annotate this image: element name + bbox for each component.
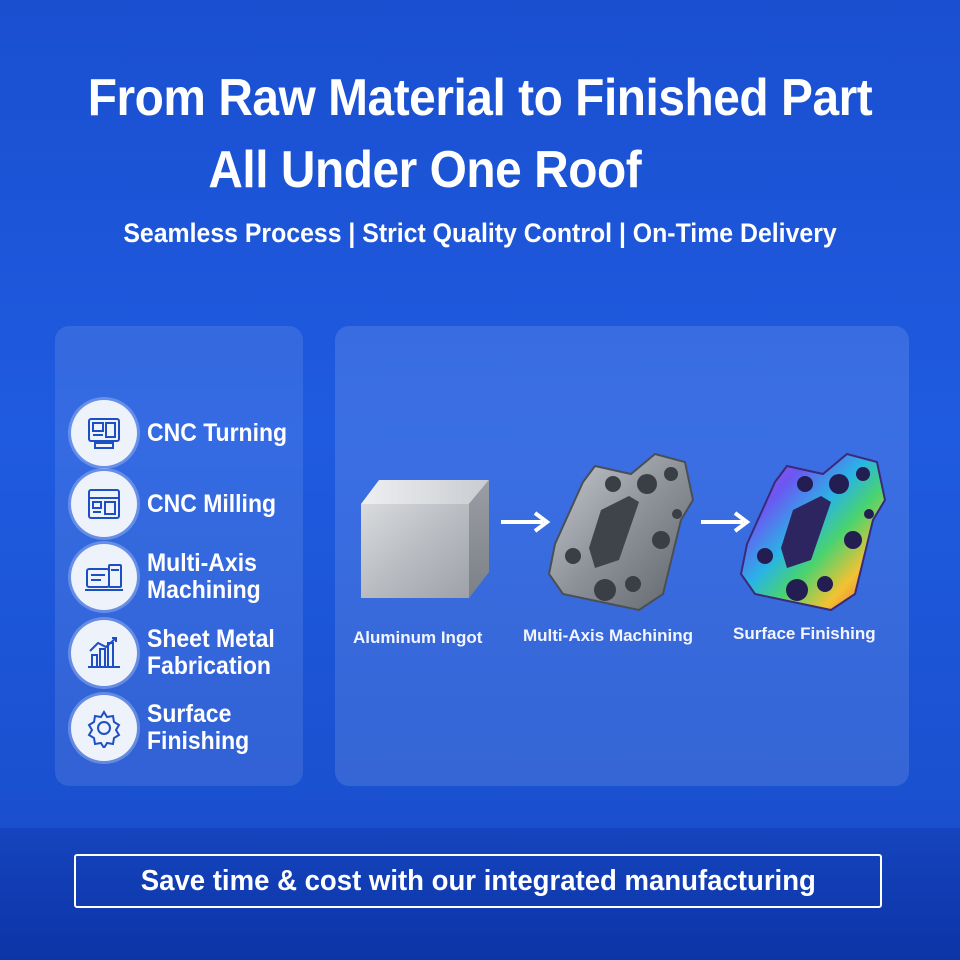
service-cnc-turning: CNC Turning bbox=[71, 400, 299, 466]
cta-banner: Save time & cost with our integrated man… bbox=[74, 854, 882, 908]
multi-axis-icon bbox=[71, 544, 137, 610]
service-label: Multi-Axis Machining bbox=[147, 549, 261, 604]
process-panel: Aluminum Ingot Multi-Axis Machining Surf… bbox=[335, 326, 909, 786]
stage-label-machining: Multi-Axis Machining bbox=[523, 626, 693, 645]
surface-finishing-icon bbox=[71, 695, 137, 761]
stage-label-ingot: Aluminum Ingot bbox=[353, 628, 483, 647]
page-title: From Raw Material to Finished Part All U… bbox=[38, 62, 921, 206]
cnc-milling-icon bbox=[71, 471, 137, 537]
finished-part-image bbox=[739, 452, 887, 612]
aluminum-ingot-image bbox=[361, 480, 489, 598]
service-label: Surface Finishing bbox=[147, 700, 250, 755]
cta-text: Save time & cost with our integrated man… bbox=[140, 864, 816, 897]
page-subtitle: Seamless Process | Strict Quality Contro… bbox=[123, 218, 837, 248]
title-line-2: All Under One Roof bbox=[208, 141, 642, 199]
arrow-right-icon bbox=[701, 511, 751, 533]
machined-part-image bbox=[547, 452, 695, 612]
service-sheet-metal: Sheet Metal Fabrication bbox=[71, 620, 286, 686]
service-label: CNC Milling bbox=[147, 489, 277, 518]
sheet-metal-icon bbox=[71, 620, 137, 686]
footer-band bbox=[0, 828, 960, 960]
service-label: CNC Turning bbox=[147, 418, 288, 447]
arrow-right-icon bbox=[501, 511, 551, 533]
stage-label-finishing: Surface Finishing bbox=[733, 624, 876, 643]
service-surface-finishing: Surface Finishing bbox=[71, 695, 258, 761]
services-panel: CNC Turning CNC Milling Multi-A bbox=[55, 326, 303, 786]
service-multi-axis: Multi-Axis Machining bbox=[71, 544, 271, 610]
service-cnc-milling: CNC Milling bbox=[71, 471, 287, 537]
service-label: Sheet Metal Fabrication bbox=[147, 625, 275, 680]
title-line-1: From Raw Material to Finished Part bbox=[87, 69, 873, 127]
cnc-turning-icon bbox=[71, 400, 137, 466]
